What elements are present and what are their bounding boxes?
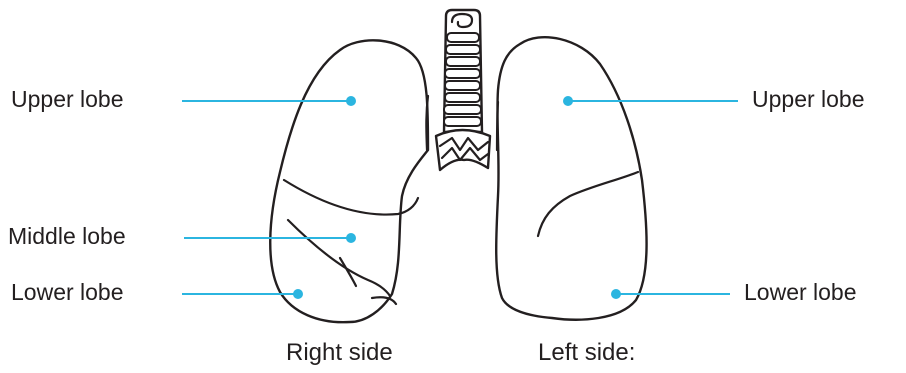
label-right-upper-lobe: Upper lobe <box>11 88 124 111</box>
dot-right-middle <box>346 233 356 243</box>
label-right-middle-lobe: Middle lobe <box>8 225 126 248</box>
dot-left-lower <box>611 289 621 299</box>
trachea-illustration <box>436 10 490 170</box>
label-right-side: Right side <box>286 341 393 365</box>
label-right-lower-lobe: Lower lobe <box>11 281 124 304</box>
label-left-side: Left side: <box>538 341 635 365</box>
dot-right-lower <box>293 289 303 299</box>
label-left-upper-lobe: Upper lobe <box>752 88 865 111</box>
label-left-lower-lobe: Lower lobe <box>744 281 857 304</box>
dot-left-upper <box>563 96 573 106</box>
right-lung <box>270 40 428 322</box>
left-lung <box>496 37 646 320</box>
dot-right-upper <box>346 96 356 106</box>
